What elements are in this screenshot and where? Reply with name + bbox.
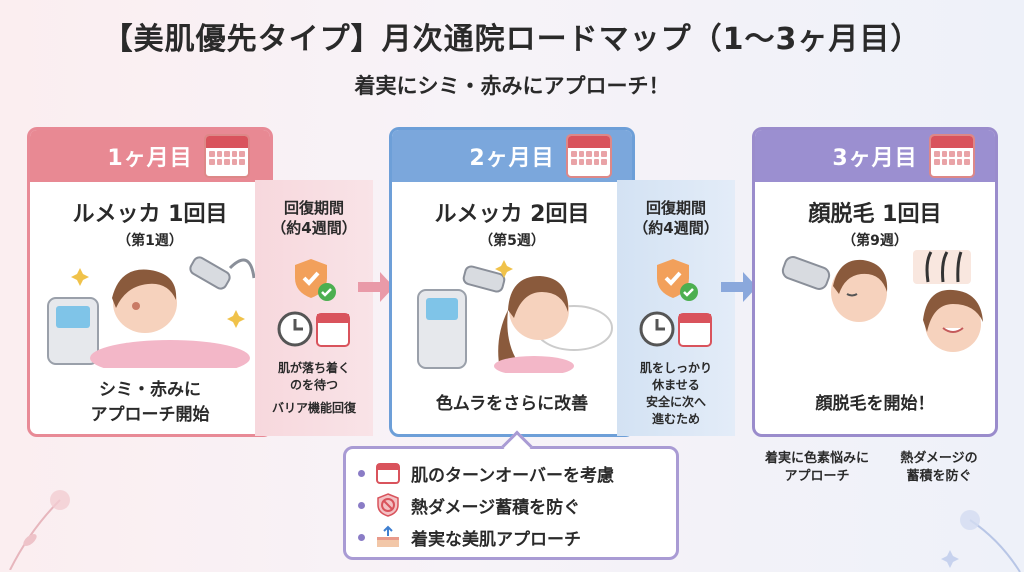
lumecca-treatment-illustration — [417, 260, 613, 373]
shield-check-icon — [657, 259, 698, 301]
step-card-month-3: 3ヶ月目 顔脱毛 1回目 （第9週） 顔脱毛を開始！ — [752, 127, 998, 437]
page-title: 【美肌優先タイプ】月次通院ロードマップ（1〜3ヶ月目） — [102, 22, 922, 57]
step-title: ルメッカ 2回目 — [434, 202, 590, 227]
step-week: （第5週） — [479, 233, 545, 249]
facial-hair-removal-illustration — [781, 250, 983, 352]
calendar-icon — [376, 463, 400, 484]
calendar-icon — [566, 134, 612, 178]
recovery-note-line: 休ませる — [652, 378, 700, 392]
step-title: ルメッカ 1回目 — [72, 202, 228, 227]
arrow-right-icon — [358, 272, 394, 302]
recovery-period-1: 回復期間 （約4週間） 肌が落ち着く のを待つ バリア機能回復 — [255, 180, 373, 436]
recovery-note-line: のを待つ — [289, 378, 338, 392]
step-card-month-1: 1ヶ月目 ルメッカ 1回目 （第1週） シミ・赤みに アプローチ開始 — [27, 127, 273, 437]
step-week: （第1週） — [117, 233, 183, 249]
recovery-note-line: バリア機能回復 — [271, 401, 356, 415]
skin-layer-icon — [377, 525, 399, 547]
calendar-icon — [929, 134, 975, 178]
clock-calendar-icon — [277, 311, 350, 347]
shield-check-icon — [295, 259, 336, 301]
recovery-title: 回復期間 — [283, 199, 344, 217]
flower-decoration-icon — [9, 490, 70, 570]
lumecca-treatment-illustration — [47, 256, 256, 368]
recovery-period: （約4週間） — [633, 219, 719, 237]
flower-decoration-icon — [941, 510, 1021, 572]
step-title: 顔脱毛 1回目 — [808, 202, 942, 227]
caption-heat-damage: 熱ダメージの 蓄積を防ぐ — [900, 451, 978, 484]
legend-box: 肌のターンオーバーを考慮 熱ダメージ蓄積を防ぐ 着実な美肌アプローチ — [343, 430, 679, 560]
calendar-icon — [204, 134, 250, 178]
step-card-month-2: 2ヶ月目 ルメッカ 2回目 （第5週） 色ムラをさらに改善 — [389, 127, 635, 437]
no-heat-icon — [377, 493, 399, 517]
recovery-note-line: 安全に次へ — [645, 395, 706, 409]
recovery-note-line: 肌をしっかり — [639, 361, 712, 375]
recovery-note-line: 進むため — [651, 412, 700, 426]
recovery-period: （約4週間） — [271, 219, 357, 237]
recovery-period-2: 回復期間 （約4週間） 肌をしっかり 休ませる 安全に次へ 進むため — [617, 180, 735, 436]
step-week: （第9週） — [842, 233, 908, 249]
caption-pigment: 着実に色素悩みに アプローチ — [764, 451, 869, 484]
legend-item: 着実な美肌アプローチ — [358, 521, 664, 553]
step-note: シミ・赤みに アプローチ開始 — [90, 380, 210, 425]
arrow-right-icon — [721, 272, 757, 302]
legend-item: 熱ダメージ蓄積を防ぐ — [358, 489, 664, 521]
recovery-note-line: 肌が落ち着く — [277, 361, 350, 375]
page-subtitle: 着実にシミ・赤みにアプローチ！ — [354, 74, 670, 98]
step-note: 顔脱毛を開始！ — [815, 394, 935, 414]
step-note: 色ムラをさらに改善 — [435, 394, 589, 414]
clock-calendar-icon — [639, 311, 712, 347]
legend-item: 肌のターンオーバーを考慮 — [358, 457, 664, 489]
recovery-title: 回復期間 — [645, 199, 706, 217]
